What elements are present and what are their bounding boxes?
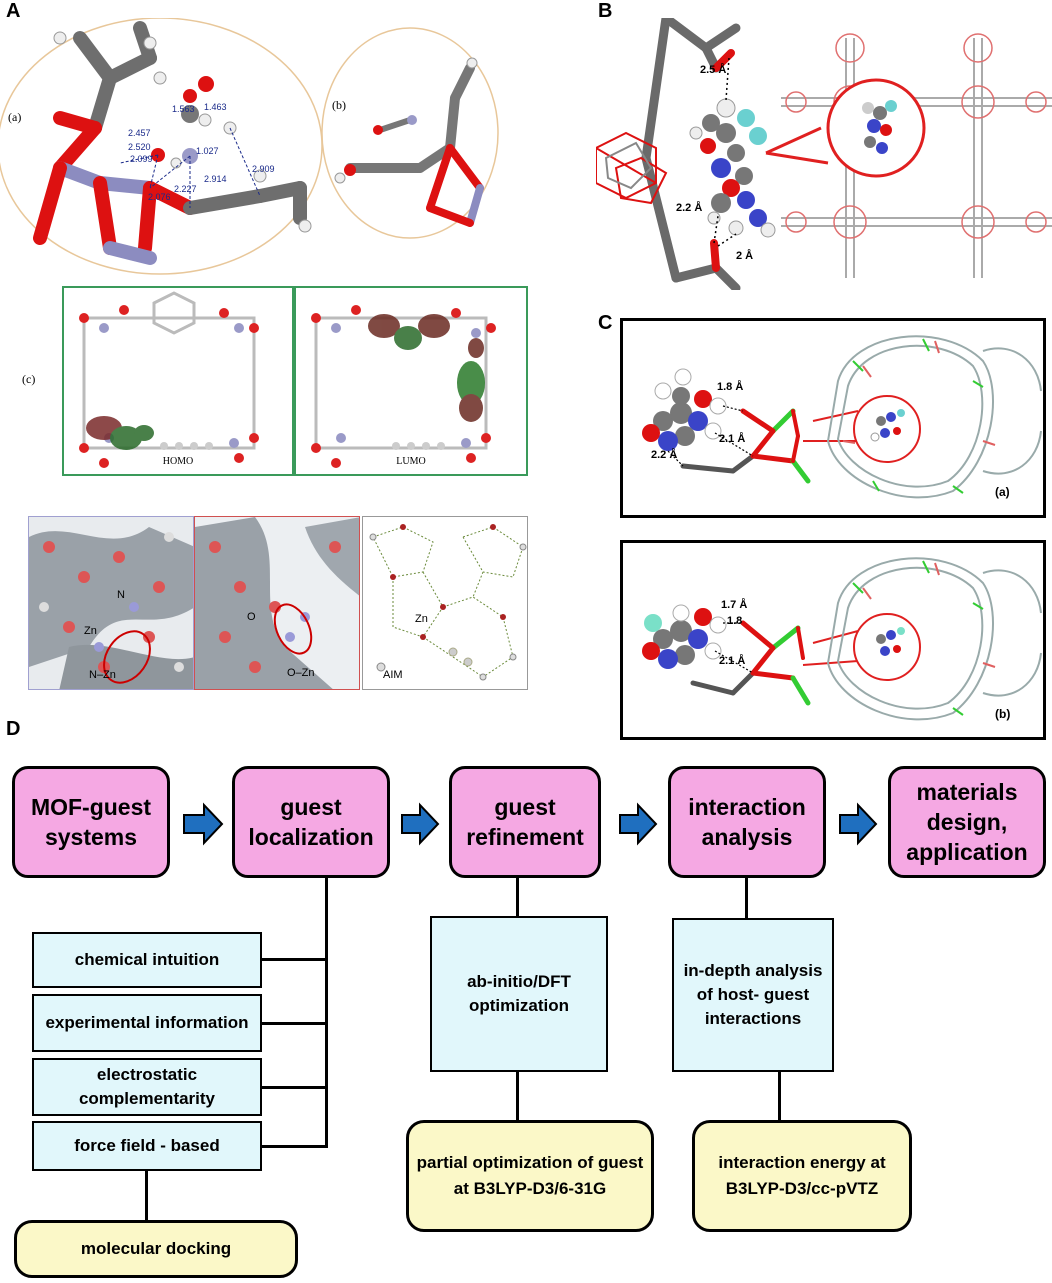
panel-a-sub-a: (a) (8, 110, 22, 124)
ozn-surface-frame: O O–Zn (194, 516, 360, 690)
connector-forcefield (262, 1145, 326, 1148)
method-electrostatic-complementarity: electrostatic complementarity (32, 1058, 262, 1116)
aim-label-o: O (247, 611, 256, 623)
aim-label-ozn: O–Zn (287, 667, 315, 679)
oval-a (0, 18, 323, 275)
aim-graph (369, 524, 527, 681)
detail-interaction-energy: interaction energy at B3LYP-D3/cc-pVTZ (692, 1120, 912, 1232)
aim-label-zn2: Zn (415, 613, 428, 625)
panel-a-sub-c: (c) (22, 372, 36, 386)
step-guest-refinement: guest refinement (449, 766, 601, 878)
panel-c-sub-a: (a) (995, 485, 1010, 499)
step-interaction-analysis: interaction analysis (668, 766, 826, 878)
method-experimental-information: experimental information (32, 994, 262, 1052)
homo-structure (79, 291, 259, 468)
lumo-frame: LUMO (294, 286, 528, 476)
aim-label-zn1: Zn (84, 625, 97, 637)
connector-localization-trunk (325, 878, 328, 1148)
connector-analysis-bottom (778, 1072, 781, 1120)
c-a-distance-2: 2.1 Å (719, 433, 746, 445)
c-b-distance-3: 2.1 Å (719, 655, 746, 667)
aim-graph-frame: Zn AIM (362, 516, 528, 690)
connector-refinement-top (516, 878, 519, 916)
panel-c-a-frame: 1.8 Å 2.1 Å 2.2 Å (a) (620, 318, 1046, 518)
connector-electrostatic (262, 1086, 326, 1089)
panel-label-a: A (6, 0, 21, 22)
panel-b-structures (596, 18, 1052, 290)
connector-docking (145, 1170, 148, 1222)
homo-frame: HOMO (62, 286, 294, 476)
nzn-surface-frame: N Zn N–Zn (28, 516, 194, 690)
workflow-arrows (183, 802, 878, 846)
lumo-label: LUMO (396, 456, 426, 467)
lumo-structure (311, 305, 496, 468)
panel-a-structures (0, 18, 499, 275)
aim-label-n: N (117, 589, 125, 601)
nzn-surface (29, 517, 193, 689)
connector-refinement-bottom (516, 1072, 519, 1120)
arrow-3 (619, 802, 658, 846)
detail-partial-optimization: partial optimization of guest at B3LYP-D… (406, 1120, 654, 1232)
aim-label-aim: AIM (383, 669, 403, 681)
homo-label: HOMO (162, 456, 194, 467)
step-materials-design: materials design, application (888, 766, 1046, 878)
c-a-distance-1: 1.8 Å (717, 381, 744, 393)
panel-label-d: D (6, 718, 21, 740)
arrow-2 (401, 802, 440, 846)
ozn-surface (195, 517, 359, 689)
panel-label-c: C (598, 312, 613, 334)
step-mof-guest-systems: MOF-guest systems (12, 766, 170, 878)
method-host-guest-analysis: in-depth analysis of host- guest interac… (672, 918, 834, 1072)
method-dft-optimization: ab-initio/DFT optimization (430, 916, 608, 1072)
arrow-1 (183, 802, 224, 846)
b-distance-3: 2 Å (736, 250, 754, 262)
connector-experimental (262, 1022, 326, 1025)
c-b-distance-1: 1.7 Å (721, 599, 748, 611)
panel-c-b-frame: 1.7 Å 1.8 2.1 Å (b) (620, 540, 1046, 740)
panel-a-sub-b: (b) (332, 98, 346, 112)
method-chemical-intuition: chemical intuition (32, 932, 262, 988)
panel-c-sub-b: (b) (995, 707, 1011, 721)
arrow-4 (839, 802, 878, 846)
connector-intuition (262, 958, 326, 961)
panel-c-a-structure (642, 335, 1042, 499)
aim-label-nzn: N–Zn (89, 669, 116, 681)
connector-analysis-top (745, 878, 748, 918)
c-a-distance-3: 2.2 Å (651, 449, 678, 461)
c-b-distance-2: 1.8 (727, 615, 743, 627)
panel-label-b: B (598, 0, 613, 22)
method-force-field: force field - based (32, 1121, 262, 1171)
panel-c-b-structure (642, 557, 1042, 721)
oval-b (321, 27, 499, 239)
step-guest-localization: guest localization (232, 766, 390, 878)
b-distance-2: 2.2 Å (676, 202, 703, 214)
b-distance-1: 2.5 Å (700, 64, 727, 76)
detail-molecular-docking: molecular docking (14, 1220, 298, 1278)
